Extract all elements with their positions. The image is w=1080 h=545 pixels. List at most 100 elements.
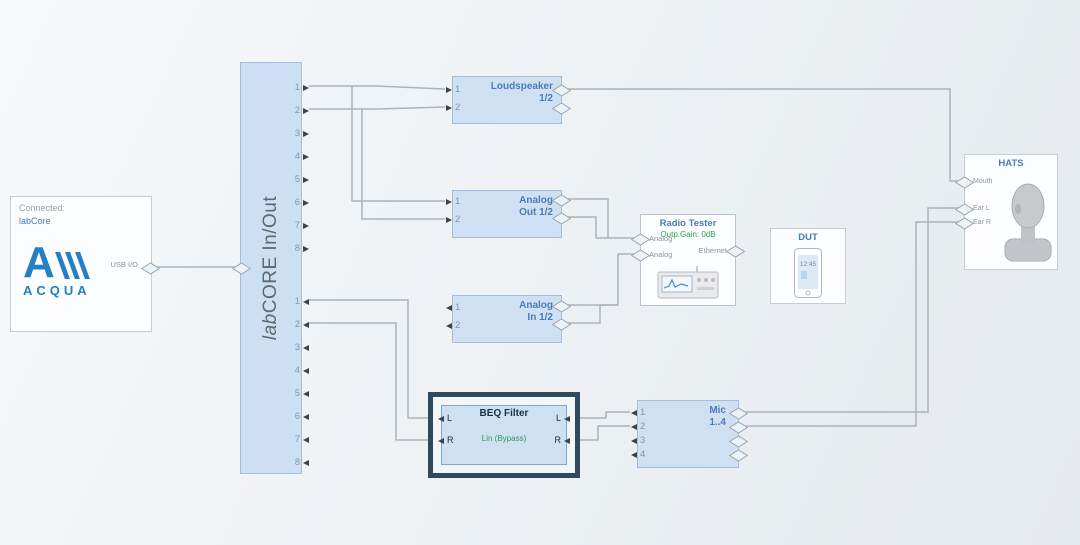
arrow-right-icon xyxy=(303,176,309,183)
port-number: 1 xyxy=(455,196,461,207)
wire-radiotester-analogin2 xyxy=(566,304,618,324)
arrow-left-icon xyxy=(303,436,309,443)
arrow-left-icon xyxy=(303,344,309,351)
labcore-title: labCORE In/Out xyxy=(260,195,281,341)
labcore-in-port-7: 7 xyxy=(295,435,309,444)
port-label: R xyxy=(554,435,562,445)
arrow-left-icon xyxy=(438,437,444,444)
arrow-right-icon xyxy=(446,104,452,111)
arrow-right-icon xyxy=(303,130,309,137)
wire-loudspeaker-mouth xyxy=(566,88,958,182)
port-number: 8 xyxy=(294,457,300,468)
arrow-left-icon xyxy=(446,322,452,329)
arrow-right-icon xyxy=(303,107,309,114)
labcore-out-port-8: 8 xyxy=(295,244,309,253)
radio-tester-block[interactable]: Radio Tester Outp.Gain: 0dB Analog Analo… xyxy=(630,214,746,306)
wire-out2-loudspeaker xyxy=(309,106,446,110)
analog-port-label: Analog xyxy=(649,234,673,243)
port-number: 8 xyxy=(294,243,300,254)
usb-port-label: USB I/O xyxy=(110,260,138,269)
arrow-right-icon xyxy=(303,153,309,160)
port-number: 1 xyxy=(640,407,646,418)
port-number: 3 xyxy=(294,128,300,139)
mic-port-3: 3 xyxy=(631,436,645,445)
port-number: 1 xyxy=(294,296,300,307)
port-number: 1 xyxy=(455,84,461,95)
wire-radiotester-analogin1 xyxy=(566,253,634,306)
wire-out1-analogout xyxy=(351,86,445,202)
arrow-right-icon xyxy=(303,199,309,206)
arrow-right-icon xyxy=(446,86,452,93)
acqua-logo: A ACQUA xyxy=(23,238,91,298)
port-number: 3 xyxy=(640,435,646,446)
port-number: 2 xyxy=(640,421,646,432)
analog-in-port-2: 2 xyxy=(446,321,460,330)
mic-port-1: 1 xyxy=(631,408,645,417)
acqua-logo-a-icon: A xyxy=(23,238,55,287)
labcore-in-port-2: 2 xyxy=(295,320,309,329)
block-title: DUT xyxy=(798,232,818,243)
labcore-in-port-4: 4 xyxy=(295,366,309,375)
ethernet-port-label: Ethernet xyxy=(698,246,727,255)
wire-beq-in2 xyxy=(309,322,428,441)
mic-port-4: 4 xyxy=(631,450,645,459)
wire-earr-mic2 xyxy=(744,221,958,427)
phone-time: 12:45 xyxy=(800,261,817,268)
beq-right-port-r: R xyxy=(554,435,570,445)
arrow-right-icon xyxy=(446,216,452,223)
hats-head-icon xyxy=(1004,183,1052,262)
arrow-left-icon xyxy=(303,459,309,466)
labcore-in-port-5: 5 xyxy=(295,389,309,398)
labcore-out-port-7: 7 xyxy=(295,221,309,230)
port-number: 6 xyxy=(294,197,300,208)
dut-block[interactable]: DUT 12:45 xyxy=(770,228,846,304)
wire-earl-mic1 xyxy=(744,207,958,413)
labcore-out-port-3: 3 xyxy=(295,129,309,138)
arrow-left-icon xyxy=(631,423,637,430)
labcore-out-port-6: 6 xyxy=(295,198,309,207)
labcore-in-port-8: 8 xyxy=(295,458,309,467)
arrow-right-icon xyxy=(446,198,452,205)
port-number: 7 xyxy=(294,434,300,445)
beq-right-port-l: L xyxy=(556,414,570,423)
arrow-left-icon xyxy=(303,413,309,420)
labcore-out-port-1: 1 xyxy=(295,83,309,92)
analog-port-label: Analog xyxy=(649,250,673,259)
beq-filter-inner: BEQ Filter Lin (Bypass) L R L R xyxy=(438,405,570,465)
labcore-block[interactable]: labCORE In/Out 1 2 3 4 5 6 7 8 1 2 3 4 5… xyxy=(231,62,309,474)
arrow-left-icon xyxy=(446,304,452,311)
port-number: 5 xyxy=(294,388,300,399)
port-number: 3 xyxy=(294,342,300,353)
beq-filter-block[interactable]: BEQ Filter Lin (Bypass) L R L R xyxy=(428,392,580,478)
phone-icon: 12:45 xyxy=(794,248,822,298)
labcore-in-port-3: 3 xyxy=(295,343,309,352)
port-label: R xyxy=(447,435,454,445)
acqua-panel[interactable]: Connected: labCore A ACQUA USB I/O xyxy=(10,196,161,332)
acqua-logo-text: ACQUA xyxy=(23,283,91,298)
port-number: 1 xyxy=(455,302,461,313)
wire-mic1-beq xyxy=(580,411,630,419)
port-number: 4 xyxy=(294,151,300,162)
block-title: Radio Tester xyxy=(659,218,717,229)
arrow-left-icon xyxy=(631,437,637,444)
port-number: 2 xyxy=(294,105,300,116)
arrow-left-icon xyxy=(564,415,570,422)
labcore-in-port-1: 1 xyxy=(295,297,309,306)
port-number: 4 xyxy=(640,449,646,460)
ear-l-port-label: Ear L xyxy=(973,205,990,212)
arrow-left-icon xyxy=(564,437,570,444)
port-number: 2 xyxy=(455,214,461,225)
wire-analogout2-radiotester xyxy=(566,216,608,239)
connection-status-label: Connected: xyxy=(19,203,66,213)
hats-block[interactable]: HATS Mouth Ear L Ear R xyxy=(954,154,1058,270)
arrow-left-icon xyxy=(631,451,637,458)
port-number: 7 xyxy=(294,220,300,231)
arrow-right-icon xyxy=(303,222,309,229)
